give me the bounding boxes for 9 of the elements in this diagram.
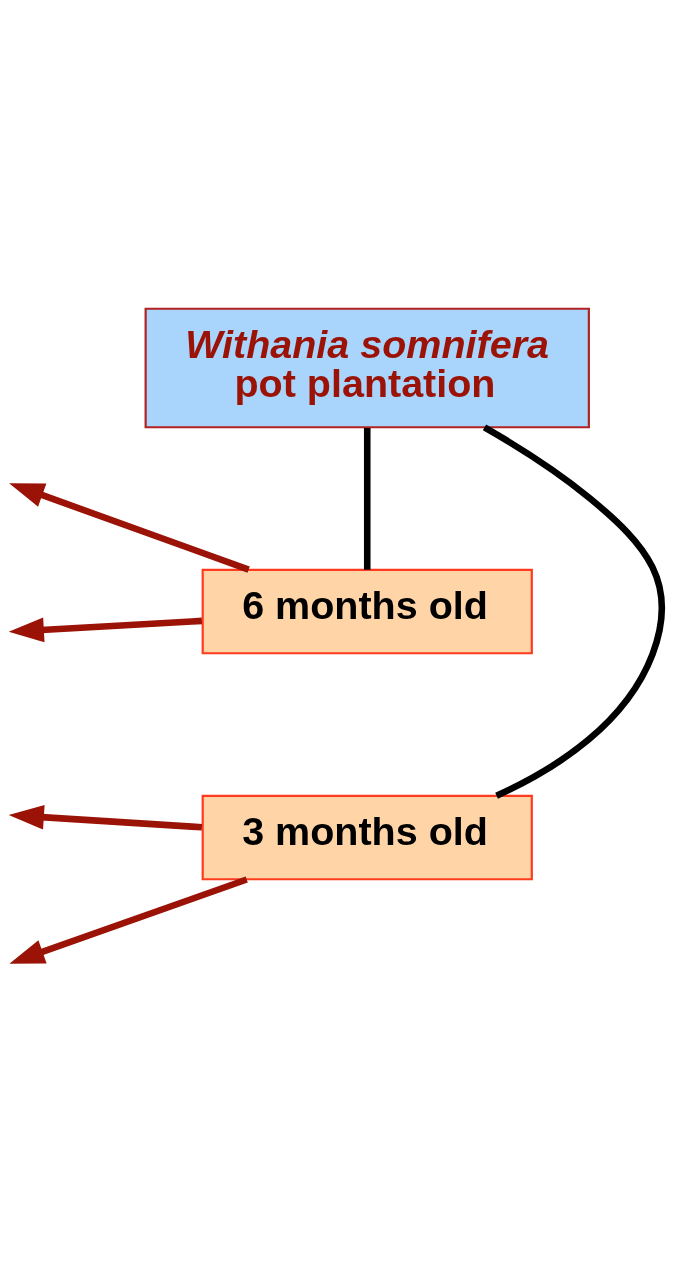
connector (363, 427, 371, 570)
connector (482, 424, 666, 799)
arrow (9, 482, 250, 573)
node-box: 6 months old (201, 568, 533, 654)
arrow (8, 804, 203, 830)
node-box: 3 months old (201, 794, 533, 880)
node-box: Withania somnifera pot plantation (144, 307, 590, 428)
arrow (9, 875, 248, 964)
arrow (8, 617, 203, 642)
